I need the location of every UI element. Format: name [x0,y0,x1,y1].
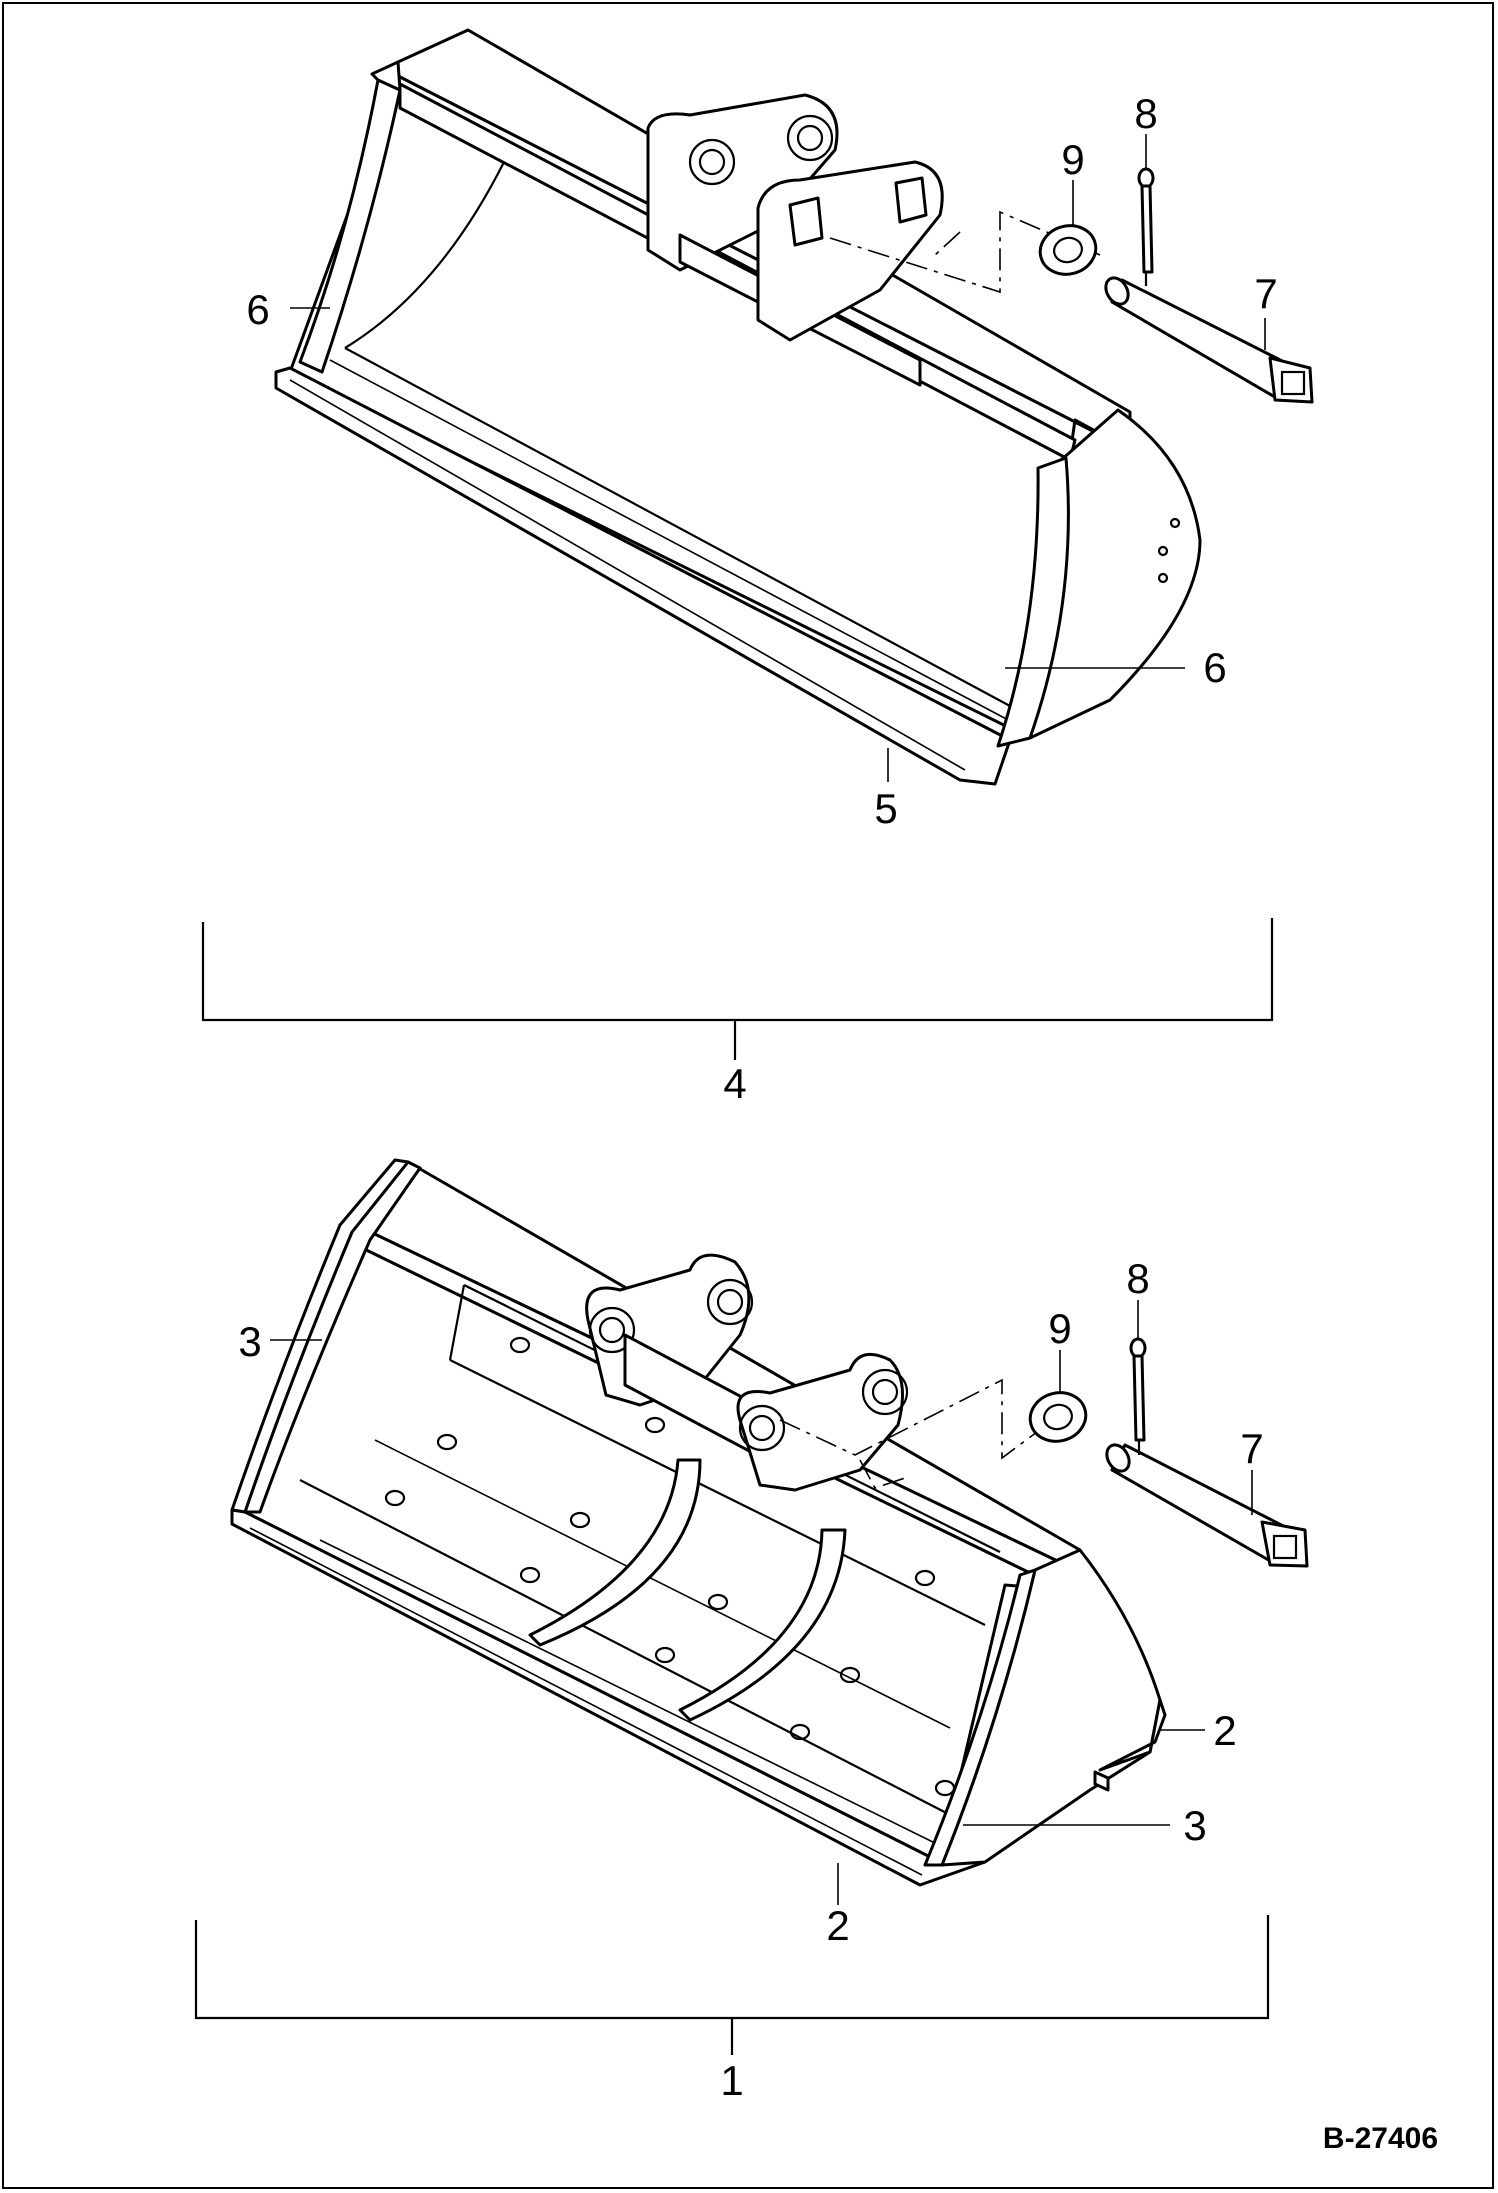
document-id: B-27406 [1323,2122,1438,2155]
upper-washer [1038,224,1098,276]
callout-group-4: 4 [723,1060,746,1107]
callout-group-1: 1 [720,2057,743,2104]
group-bracket-4 [201,918,1274,1022]
callout-upper-6-left: 6 [246,286,269,333]
upper-bucket [274,28,1202,786]
callout-lower-3-right: 3 [1183,1802,1206,1849]
lower-cotter-pin [1129,1337,1147,1455]
lower-bucket [230,1158,1167,1887]
callout-upper-9: 9 [1061,136,1084,183]
lower-washer [1028,1391,1088,1443]
callout-lower-7: 7 [1240,1425,1263,1472]
callout-upper-5: 5 [874,785,897,832]
lower-pin [1105,1443,1309,1568]
callout-lower-2-bottom: 2 [826,1902,849,1949]
callout-lower-3-left: 3 [238,1318,261,1365]
upper-pin [1104,276,1314,404]
callout-lower-2-side: 2 [1213,1707,1236,1754]
upper-cotter-pin [1137,167,1155,286]
callout-upper-7: 7 [1254,270,1277,317]
callout-upper-8: 8 [1134,90,1157,137]
callout-lower-9: 9 [1048,1305,1071,1352]
callout-lower-8: 8 [1126,1255,1149,1302]
group-bracket-1 [194,1915,1270,2020]
callout-upper-6-right: 6 [1203,644,1226,691]
